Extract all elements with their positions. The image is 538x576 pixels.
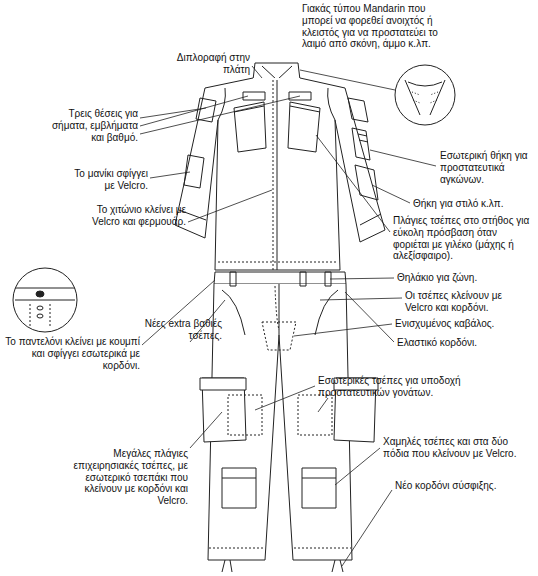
callout-label: Τρεις θέσεις για σήματα, εμβλήματα και β… — [48, 108, 138, 143]
collar-detail — [395, 65, 455, 125]
callout-label: Πλάγιες τσέπες στο στήθος για εύκολη πρό… — [393, 215, 535, 262]
callout-label: Θήκη για στιλό κ.λπ. — [413, 198, 523, 210]
callout-label: Νέες extra βαθιές τσέπες. — [140, 318, 222, 342]
callout-label: Εσωτερική θήκη για προστατευτικά αγκώνων… — [440, 150, 534, 185]
callout-label: Χαμηλές τσέπες και στα δύο πόδια που κλε… — [383, 436, 523, 460]
callout-label: Εσωτερικές τσέπες για υποδοχή προστατευτ… — [318, 375, 508, 399]
callout-label: Θηλάκιο για ζώνη. — [397, 272, 517, 284]
callout-label: Το χιτώνιο κλείνει με Velcro και φερμουά… — [84, 204, 186, 228]
callout-label: Το παντελόνι κλείνει με κουμπί και σφίγγ… — [4, 336, 140, 371]
waist-detail — [13, 268, 77, 332]
callout-label: Ελαστικό κορδόνι. — [397, 337, 517, 349]
callout-label: Διπλοραφή στην πλάτη — [150, 52, 250, 76]
callout-label: Νέο κορδόνι σύσφιξης. — [395, 480, 525, 492]
callout-label: Οι τσέπες κλείνουν με Velcro και κορδόνι… — [405, 290, 523, 314]
trousers-drawing — [200, 272, 378, 572]
callout-label: Ενισχυμένος καβάλος. — [395, 318, 525, 330]
callout-label: Το μανίκι σφίγγει με Velcro. — [62, 168, 148, 192]
callout-label: Γιακάς τύπου Mandarin που μπορεί να φορε… — [302, 3, 452, 50]
jacket-drawing — [175, 63, 385, 270]
callout-label: Μεγάλες πλάγιες επιχειρησιακές τσέπες, μ… — [52, 448, 188, 507]
